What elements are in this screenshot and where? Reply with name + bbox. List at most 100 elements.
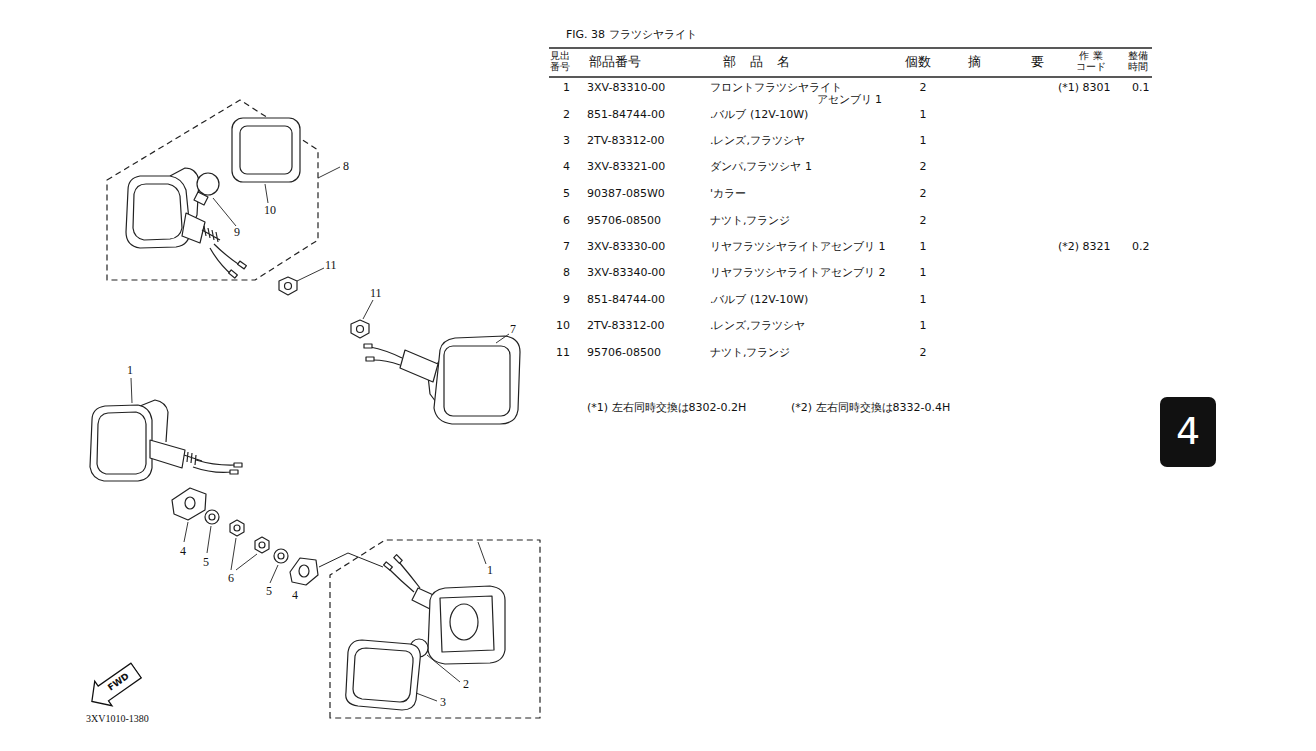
table-cell: 7 [563, 241, 570, 253]
chapter-tab: 4 [1160, 397, 1216, 467]
mounting-hardware [172, 488, 383, 585]
table-cell: 851-84744-00 [587, 109, 665, 121]
rear-flasher-assembly [133, 184, 182, 240]
table-cell: (*1) 8301 [1058, 82, 1111, 94]
leader-line [207, 526, 211, 553]
table-cell: 11 [556, 347, 570, 359]
table-cell: 1 [920, 320, 927, 332]
table-cell: (*2) 8321 [1058, 241, 1111, 253]
table-header: 個数 [905, 55, 931, 69]
rear-flasher-assembly [357, 326, 364, 333]
mounting-hardware [278, 553, 284, 559]
table-header: 部品番号 [589, 55, 641, 69]
mounting-hardware [230, 520, 244, 536]
table-cell: 95706-08500 [587, 347, 661, 359]
callout-number: 1 [127, 364, 133, 377]
mounting-hardware [209, 514, 215, 520]
table-cell: 2 [920, 82, 927, 94]
callout-number: 2 [463, 678, 469, 691]
table-cell: 0.2 [1132, 241, 1150, 253]
rear-flasher-assembly [351, 320, 520, 424]
table-header: 摘 要 [968, 55, 1044, 69]
leader-line [231, 538, 236, 570]
callout-number: 1 [487, 564, 493, 577]
leader-line [427, 655, 460, 682]
table-cell: 3 [563, 135, 570, 147]
rear-flasher-assembly [364, 344, 372, 348]
leader-line [478, 542, 486, 564]
leader-line [131, 167, 509, 701]
callout-number: 6 [228, 572, 234, 585]
table-cell: ダンパ,フラツシヤ 1 [710, 161, 812, 173]
exploded-view [90, 48, 1152, 718]
drawing-code: 3XV1010-1380 [86, 713, 149, 724]
front-flasher-assembly [450, 604, 478, 640]
table-cell: 5 [563, 188, 570, 200]
rear-flasher-assembly [444, 346, 510, 416]
table-cell: 3XV-83310-00 [587, 82, 665, 94]
footnote: (*1) 左右同時交換は8302-0.2H [587, 402, 746, 414]
callout-number: 3 [440, 696, 446, 709]
mounting-hardware [299, 565, 309, 577]
rear-flasher-assembly [126, 176, 190, 248]
front-flasher-assembly [184, 452, 202, 465]
callout-number: 8 [343, 160, 349, 173]
front-flasher-assembly [330, 540, 540, 718]
rear-flasher-assembly [229, 270, 238, 278]
table-cell: 6 [563, 215, 570, 227]
front-flasher-assembly [90, 405, 152, 481]
callout-number: 9 [234, 226, 240, 239]
leader-line [318, 167, 340, 178]
callout-number: 11 [325, 259, 337, 272]
table-cell: 8 [563, 267, 570, 279]
front-flasher-assembly [230, 470, 238, 474]
leader-line [131, 378, 132, 403]
rear-flasher-assembly [279, 277, 297, 295]
rear-flasher-assembly [202, 226, 220, 242]
table-header: 見出 番号 [549, 50, 571, 72]
footnote: (*2) 左右同時交換は8332-0.4H [791, 402, 950, 414]
rear-flasher-assembly [240, 126, 292, 174]
rear-flasher-assembly [107, 100, 318, 295]
front-flasher-assembly [97, 412, 146, 474]
mounting-hardware [290, 558, 318, 585]
front-flasher-assembly [353, 648, 413, 702]
callout-number: 10 [264, 204, 276, 217]
table-cell: 2 [920, 347, 927, 359]
leader-line [270, 565, 278, 583]
table-cell: 2 [920, 215, 927, 227]
direction-arrow: FWD [81, 655, 148, 717]
mounting-hardware [205, 510, 219, 524]
table-cell: 1 [920, 294, 927, 306]
chapter-number: 4 [1176, 411, 1200, 453]
table-header: 作 業 コード [1073, 50, 1109, 72]
table-cell: 0.1 [1132, 82, 1150, 94]
mounting-hardware [274, 549, 288, 563]
callout-number: 4 [292, 589, 298, 602]
front-flasher-assembly [330, 540, 540, 718]
table-cell: 3XV-83330-00 [587, 241, 665, 253]
rear-flasher-assembly [232, 118, 300, 182]
rear-flasher-assembly [370, 347, 402, 365]
table-cell: 4 [563, 161, 570, 173]
front-flasher-assembly [346, 640, 421, 710]
front-flasher-assembly [389, 562, 420, 592]
table-cell: .バルブ (12V-10W) [710, 294, 808, 306]
table-cell: 2 [563, 109, 570, 121]
table-rule [549, 47, 1152, 48]
front-flasher-assembly [90, 400, 242, 481]
table-cell: 2 [920, 161, 927, 173]
rear-flasher-assembly [351, 320, 369, 338]
leader-line [265, 184, 268, 203]
table-cell: .バルブ (12V-10W) [710, 109, 808, 121]
mounting-hardware [255, 537, 269, 553]
mounting-hardware [172, 488, 206, 520]
callout-number: 5 [266, 585, 272, 598]
front-flasher-assembly [428, 586, 505, 664]
table-cell: 1 [920, 241, 927, 253]
table-header: 整備 時間 [1126, 50, 1150, 72]
leader-line [236, 554, 257, 570]
table-cell: フロントフラツシヤライト アセンブリ 1 [710, 82, 882, 106]
leader-line [496, 334, 509, 343]
